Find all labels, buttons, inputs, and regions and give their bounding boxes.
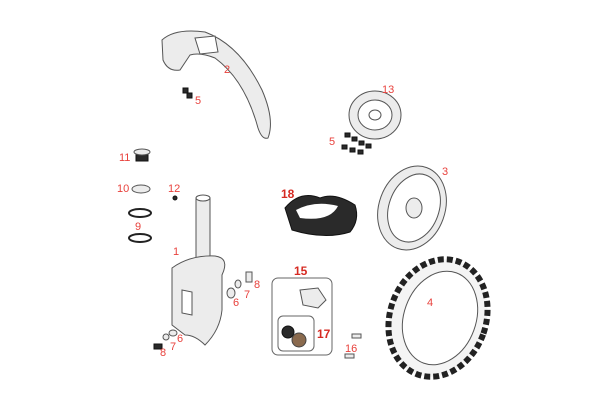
disc-screws[interactable] bbox=[341, 132, 372, 155]
label-12: 12 bbox=[168, 183, 180, 195]
label-8: 8 bbox=[254, 279, 260, 291]
label-13: 13 bbox=[382, 84, 394, 96]
fork[interactable] bbox=[171, 194, 226, 346]
label-3: 3 bbox=[442, 166, 448, 178]
spacer-right[interactable] bbox=[226, 287, 236, 299]
label-9: 9 bbox=[135, 221, 141, 233]
fender[interactable] bbox=[161, 30, 271, 139]
fender-screws[interactable] bbox=[182, 87, 193, 99]
label-18: 18 bbox=[281, 187, 295, 201]
label-5: 5 bbox=[195, 95, 201, 107]
tire[interactable] bbox=[372, 245, 503, 391]
label-4: 4 bbox=[427, 297, 433, 309]
axle-bolt-left[interactable] bbox=[153, 343, 163, 350]
label-2: 2 bbox=[224, 64, 230, 76]
headset-nut[interactable] bbox=[133, 148, 151, 162]
label-16: 16 bbox=[345, 343, 357, 355]
label-1: 1 bbox=[173, 246, 179, 258]
inner-tube[interactable] bbox=[284, 195, 358, 236]
headset-cup[interactable] bbox=[131, 184, 151, 194]
label-6: 6 bbox=[177, 333, 183, 345]
label-11: 11 bbox=[119, 152, 130, 164]
label-7: 7 bbox=[170, 341, 176, 353]
brake-pads[interactable] bbox=[277, 315, 315, 352]
label-10: 10 bbox=[117, 183, 129, 195]
label-17: 17 bbox=[317, 327, 331, 341]
brake-disc[interactable] bbox=[348, 90, 402, 140]
label-15: 15 bbox=[294, 264, 308, 278]
washer-right[interactable] bbox=[234, 279, 242, 289]
small-screw[interactable] bbox=[172, 195, 178, 201]
label-8: 8 bbox=[160, 347, 166, 359]
washer-left[interactable] bbox=[162, 333, 170, 341]
axle-bolt-right[interactable] bbox=[245, 271, 253, 283]
label-6: 6 bbox=[233, 297, 239, 309]
label-5: 5 bbox=[329, 136, 335, 148]
caliper-bolts[interactable] bbox=[344, 333, 362, 359]
bearings[interactable] bbox=[128, 208, 152, 243]
spacer-left[interactable] bbox=[168, 329, 178, 337]
rim[interactable] bbox=[366, 156, 457, 259]
label-7: 7 bbox=[244, 289, 250, 301]
